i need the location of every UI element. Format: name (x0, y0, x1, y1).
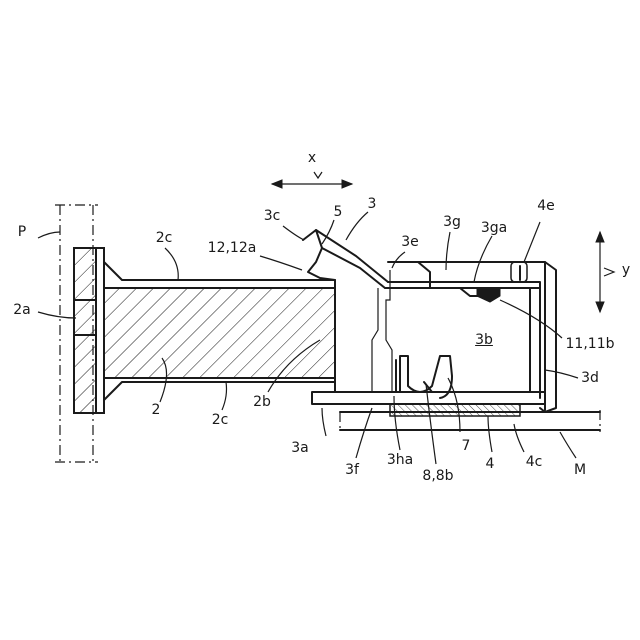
label-P: P (18, 225, 26, 239)
label-2a: 2a (13, 303, 31, 317)
label-3c: 3c (264, 209, 281, 223)
label-5: 5 (334, 205, 343, 219)
arrow-x (272, 172, 352, 188)
arrow-y (596, 232, 614, 312)
label-2b: 2b (253, 395, 271, 409)
label-3ha: 3ha (387, 453, 413, 467)
label-8-8b: 8,8b (422, 469, 453, 483)
label-y: y (622, 263, 630, 277)
label-7: 7 (462, 439, 471, 453)
label-M: M (574, 463, 586, 477)
label-3ga: 3ga (481, 221, 507, 235)
label-2: 2 (152, 403, 161, 417)
label-3a: 3a (291, 441, 309, 455)
label-3: 3 (368, 197, 377, 211)
shaft-2 (104, 252, 335, 410)
label-4: 4 (486, 457, 495, 471)
label-11-11b: 11,11b (566, 337, 615, 351)
label-2c-top: 2c (156, 231, 173, 245)
label-4e: 4e (537, 199, 555, 213)
label-3e: 3e (401, 235, 419, 249)
label-12-12a: 12,12a (208, 241, 257, 255)
label-x: x (308, 151, 316, 165)
label-3b: 3b (475, 333, 493, 347)
label-3f: 3f (345, 463, 359, 477)
holder-body-3 (303, 230, 600, 432)
label-3d: 3d (581, 371, 599, 385)
label-3g: 3g (443, 215, 461, 229)
label-2c-bottom: 2c (212, 413, 229, 427)
clip-head-2a (74, 248, 104, 413)
label-4c: 4c (526, 455, 543, 469)
